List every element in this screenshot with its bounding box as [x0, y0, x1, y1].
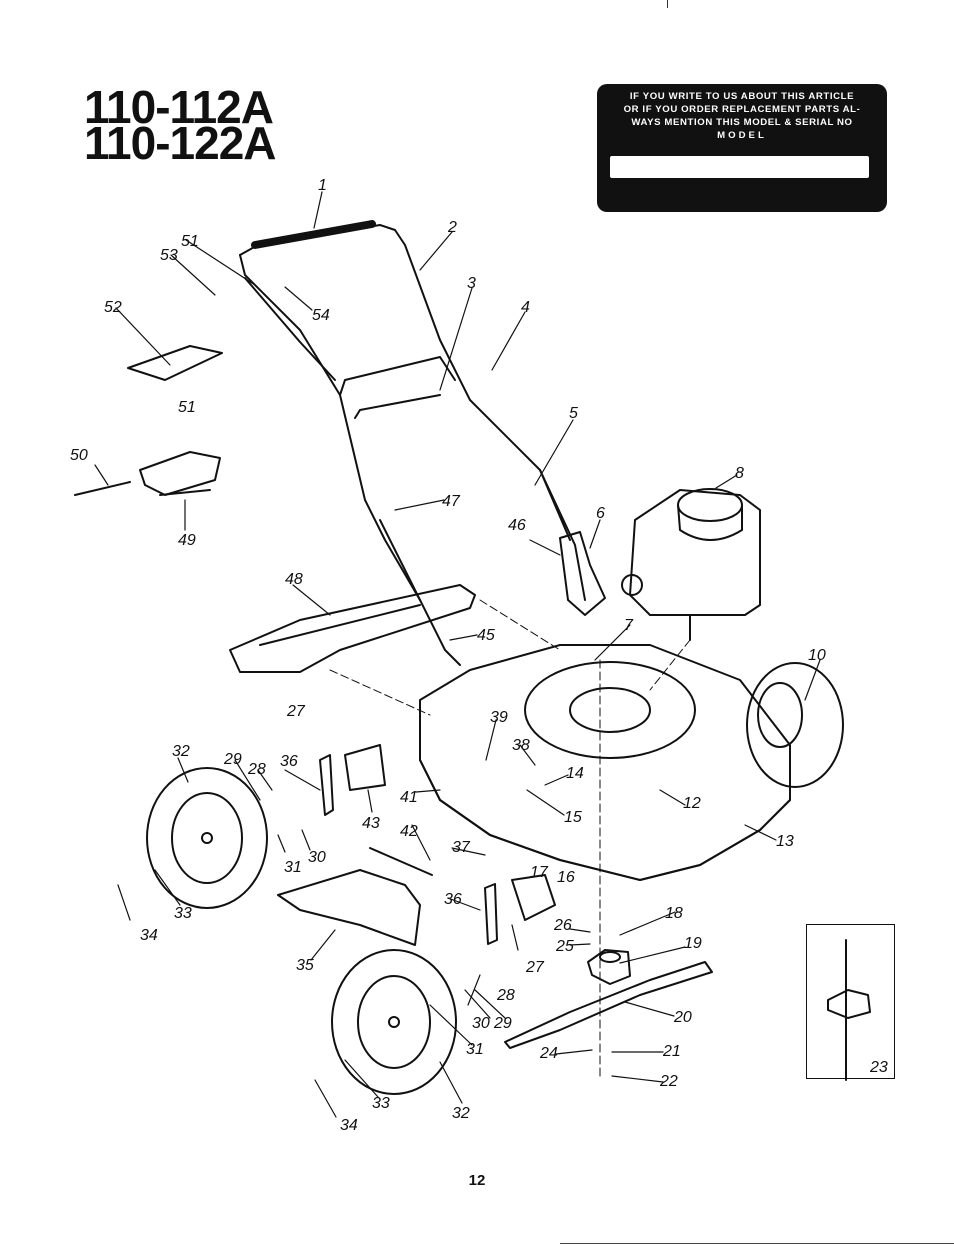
callout-28-front: 28 — [496, 987, 515, 1004]
callout-29-rear: 29 — [223, 751, 242, 768]
callout-32-rear: 32 — [172, 743, 190, 760]
callout-24: 24 — [539, 1045, 558, 1062]
callout-50: 50 — [70, 447, 88, 464]
callout-26: 26 — [553, 917, 572, 934]
callout-30-front: 30 — [472, 1015, 490, 1032]
callout-17: 17 — [530, 864, 549, 881]
page-number: 12 — [468, 1172, 486, 1189]
callout-27-rear: 27 — [286, 703, 306, 720]
callout-14: 14 — [566, 765, 584, 782]
callout-27-front: 27 — [525, 959, 545, 976]
callout-4: 4 — [521, 299, 530, 316]
callout-16: 16 — [557, 869, 575, 886]
callout-43: 43 — [362, 815, 380, 832]
callout-33-front: 33 — [372, 1095, 390, 1112]
upper-handle — [239, 220, 571, 601]
callout-23: 23 — [869, 1059, 888, 1076]
serial-notice-box: IF YOU WRITE TO US ABOUT THIS ARTICLE OR… — [597, 84, 887, 212]
callout-12: 12 — [683, 795, 701, 812]
callout-48: 48 — [285, 571, 303, 588]
callout-22: 22 — [659, 1073, 678, 1090]
callout-10: 10 — [808, 647, 826, 664]
model-number-1: 110-112A — [84, 81, 274, 133]
callout-1: 1 — [318, 177, 327, 194]
callout-25: 25 — [555, 938, 574, 955]
wheel-rear-left — [146, 767, 268, 909]
callout-49: 49 — [178, 532, 196, 549]
callout-54: 54 — [312, 307, 330, 324]
rear-shield — [229, 584, 476, 673]
engine — [621, 488, 761, 641]
callout-42: 42 — [400, 823, 418, 840]
callout-29-front: 29 — [493, 1015, 512, 1032]
discharge-chute — [277, 847, 433, 946]
wheel-front-left — [331, 949, 457, 1095]
callout-53: 53 — [160, 247, 178, 264]
callout-19: 19 — [684, 935, 702, 952]
callout-33-rear: 33 — [174, 905, 192, 922]
blade-adapter-inset-frame — [806, 924, 895, 1079]
blade-adapter — [587, 949, 631, 985]
callout-39: 39 — [490, 709, 508, 726]
callout-38: 38 — [512, 737, 530, 754]
model-serial-entry-field — [610, 156, 869, 178]
mower-deck — [419, 644, 791, 881]
callout-leader-lines — [94, 191, 821, 1118]
callout-20: 20 — [673, 1009, 692, 1026]
callout-37: 37 — [452, 839, 471, 856]
callout-34-rear: 34 — [140, 927, 158, 944]
callout-3: 3 — [467, 275, 476, 292]
lower-handle — [379, 469, 586, 666]
notice-line-1: IF YOU WRITE TO US ABOUT THIS ARTICLE — [629, 91, 855, 102]
callout-51: 51 — [181, 233, 199, 250]
callout-7: 7 — [624, 617, 634, 634]
notice-model-heading: MODEL — [717, 130, 767, 141]
callout-31-rear: 31 — [284, 859, 302, 876]
model-number-2: 110-122A — [84, 117, 276, 169]
callout-labels: 1 2 3 4 5 6 7 8 10 12 13 14 15 16 17 18 … — [70, 177, 888, 1134]
callout-18: 18 — [665, 905, 683, 922]
callout-36-rear: 36 — [280, 753, 298, 770]
throttle-control — [74, 277, 336, 496]
callout-5: 5 — [569, 405, 578, 422]
callout-8: 8 — [735, 465, 744, 482]
handle-bracket — [559, 531, 606, 616]
callout-51-inset: 51 — [178, 399, 196, 416]
cutting-blade — [504, 961, 713, 1049]
callout-15: 15 — [564, 809, 582, 826]
callout-46: 46 — [508, 517, 526, 534]
notice-line-3: WAYS MENTION THIS MODEL & SERIAL NO — [631, 117, 853, 128]
callout-32-front: 32 — [452, 1105, 470, 1122]
height-adjuster-front — [484, 874, 556, 945]
callout-6: 6 — [596, 505, 605, 522]
wheel-right — [746, 662, 844, 788]
height-adjuster-rear — [319, 744, 386, 816]
assembly-dash-lines — [329, 599, 691, 1081]
callout-41: 41 — [400, 789, 418, 806]
callout-34-front: 34 — [340, 1117, 358, 1134]
callout-35: 35 — [296, 957, 314, 974]
callout-47: 47 — [442, 493, 461, 510]
callout-28-rear: 28 — [247, 761, 266, 778]
inset-blade-adapter-detail — [827, 939, 871, 1081]
bottom-rule — [560, 1243, 954, 1244]
callout-45: 45 — [477, 627, 495, 644]
callout-21: 21 — [662, 1043, 681, 1060]
callout-31-front: 31 — [466, 1041, 484, 1058]
callout-30-rear: 30 — [308, 849, 326, 866]
callout-13: 13 — [776, 833, 794, 850]
serial-notice-text: IF YOU WRITE TO US ABOUT THIS ARTICLE OR… — [611, 90, 873, 142]
notice-line-2: OR IF YOU ORDER REPLACEMENT PARTS AL- — [623, 104, 861, 115]
callout-2: 2 — [447, 219, 457, 236]
callout-36-front: 36 — [444, 891, 462, 908]
callout-52: 52 — [104, 299, 122, 316]
top-edge-mark — [667, 0, 668, 8]
